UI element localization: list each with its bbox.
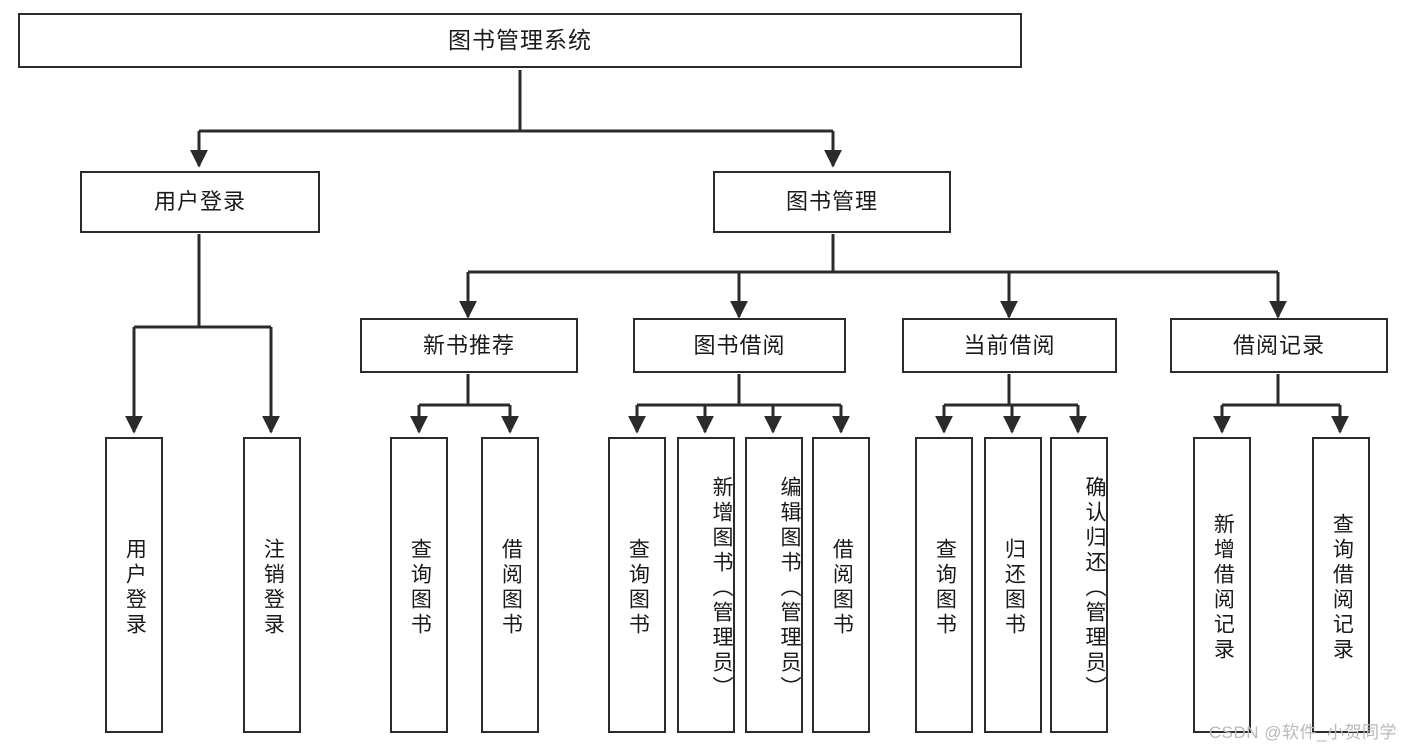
- leaf-br-query-record-label: 查询借阅记录: [1330, 513, 1354, 663]
- leaf-bb-borrow-book-label: 借阅图书: [830, 538, 854, 638]
- node-root[interactable]: 图书管理系统: [18, 13, 1022, 68]
- leaf-logout-label: 注销登录: [261, 538, 285, 638]
- node-book-manage[interactable]: 图书管理: [713, 171, 951, 233]
- leaf-cb-return-book-label: 归还图书: [1002, 538, 1026, 638]
- node-user-login-label: 用户登录: [153, 189, 246, 215]
- leaf-bb-query-book-label: 查询图书: [626, 538, 650, 638]
- leaf-br-add-record[interactable]: 新增借阅记录: [1193, 437, 1251, 733]
- leaf-logout[interactable]: 注销登录: [243, 437, 301, 733]
- leaf-cb-confirm-return-label: 确认归还（管理员）: [1083, 475, 1106, 701]
- leaf-user-login[interactable]: 用户登录: [105, 437, 163, 733]
- leaf-br-add-record-label: 新增借阅记录: [1211, 513, 1235, 663]
- node-borrow-records[interactable]: 借阅记录: [1170, 318, 1388, 373]
- leaf-bb-add-book-label: 新增图书（管理员）: [710, 475, 733, 701]
- leaf-br-query-record[interactable]: 查询借阅记录: [1312, 437, 1370, 733]
- leaf-nb-borrow-book[interactable]: 借阅图书: [481, 437, 539, 733]
- leaf-nb-query-book[interactable]: 查询图书: [390, 437, 448, 733]
- node-book-borrow[interactable]: 图书借阅: [633, 318, 846, 373]
- leaf-bb-borrow-book[interactable]: 借阅图书: [812, 437, 870, 733]
- node-book-manage-label: 图书管理: [785, 189, 878, 215]
- node-borrow-records-label: 借阅记录: [1232, 332, 1325, 358]
- leaf-bb-query-book[interactable]: 查询图书: [608, 437, 666, 733]
- node-book-borrow-label: 图书借阅: [693, 332, 786, 358]
- leaf-user-login-label: 用户登录: [123, 538, 147, 638]
- leaf-cb-return-book[interactable]: 归还图书: [984, 437, 1042, 733]
- node-root-label: 图书管理系统: [448, 26, 592, 53]
- node-new-book-recommend-label: 新书推荐: [422, 332, 515, 358]
- node-new-book-recommend[interactable]: 新书推荐: [360, 318, 578, 373]
- node-current-borrow[interactable]: 当前借阅: [902, 318, 1117, 373]
- leaf-bb-edit-book[interactable]: 编辑图书（管理员）: [745, 437, 803, 733]
- leaf-cb-query-book-label: 查询图书: [933, 538, 957, 638]
- leaf-bb-add-book[interactable]: 新增图书（管理员）: [677, 437, 735, 733]
- leaf-nb-query-book-label: 查询图书: [408, 538, 432, 638]
- leaf-nb-borrow-book-label: 借阅图书: [499, 538, 523, 638]
- leaf-bb-edit-book-label: 编辑图书（管理员）: [778, 475, 801, 701]
- node-current-borrow-label: 当前借阅: [963, 332, 1056, 358]
- leaf-cb-confirm-return[interactable]: 确认归还（管理员）: [1050, 437, 1108, 733]
- node-user-login[interactable]: 用户登录: [80, 171, 320, 233]
- leaf-cb-query-book[interactable]: 查询图书: [915, 437, 973, 733]
